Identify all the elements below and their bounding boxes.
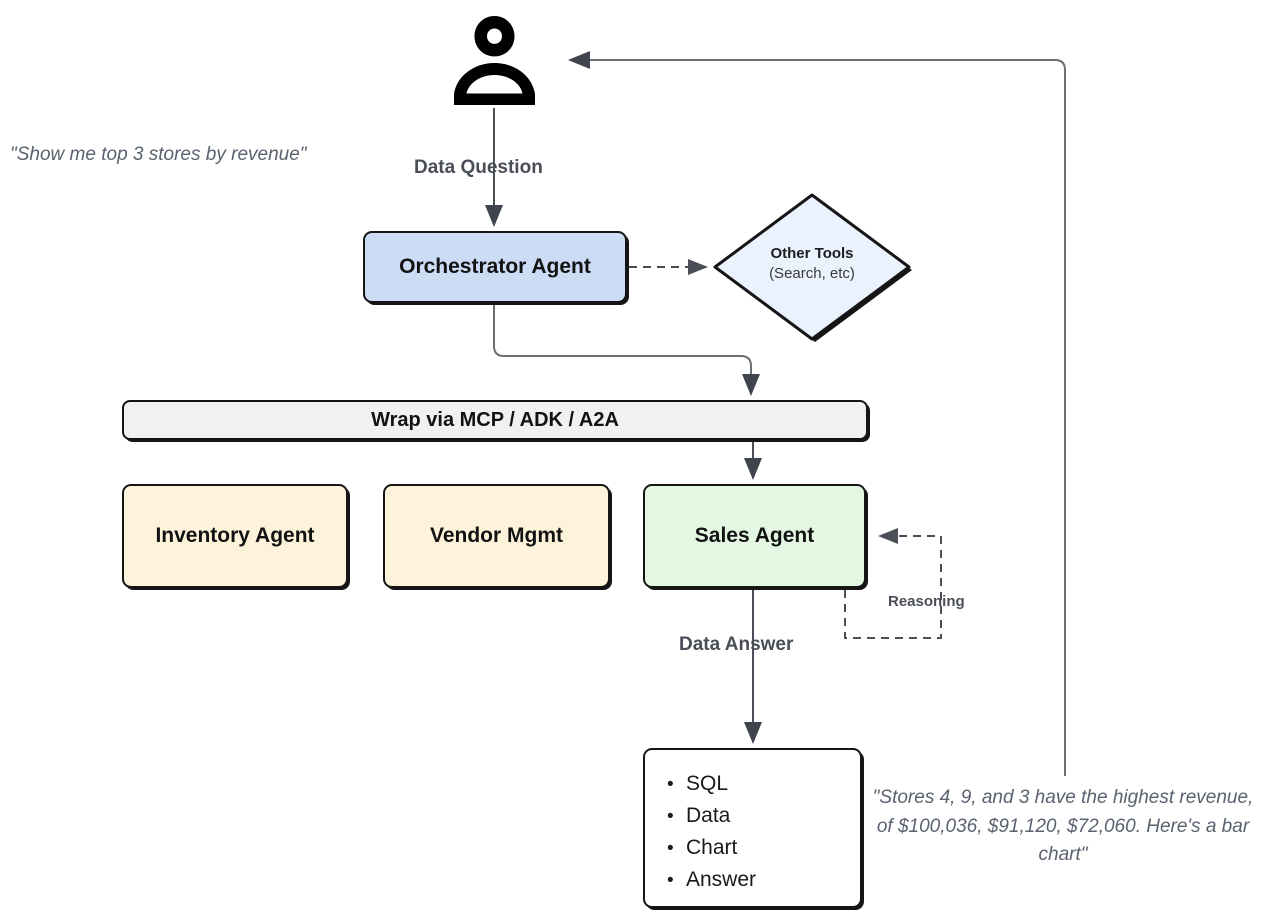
edge-label-reasoning: Reasoning: [888, 593, 965, 610]
node-sales-agent[interactable]: Sales Agent: [643, 484, 866, 588]
list-item: Data: [667, 800, 860, 832]
node-vendor-mgmt-agent[interactable]: Vendor Mgmt: [383, 484, 610, 588]
node-inventory-agent[interactable]: Inventory Agent: [122, 484, 348, 588]
other-tools-sublabel: (Search, etc): [769, 265, 855, 283]
orchestrator-label: Orchestrator Agent: [399, 255, 591, 278]
inventory-agent-label: Inventory Agent: [155, 524, 315, 547]
mcp-bar-label: Wrap via MCP / ADK / A2A: [371, 408, 619, 431]
annotation-answer-quote: "Stores 4, 9, and 3 have the highest rev…: [872, 787, 1254, 865]
other-tools-title: Other Tools: [770, 245, 854, 262]
node-output-artifacts[interactable]: SQL Data Chart Answer: [643, 748, 862, 908]
output-artifact-list: SQL Data Chart Answer: [667, 768, 860, 897]
vendor-agent-label: Vendor Mgmt: [429, 524, 563, 547]
node-other-tools[interactable]: Other Tools (Search, etc): [712, 192, 912, 342]
list-item: Answer: [667, 864, 860, 896]
person-icon: [454, 16, 535, 105]
edge-label-data-question: Data Question: [414, 157, 543, 178]
edge-label-data-answer: Data Answer: [679, 634, 794, 655]
sales-agent-label: Sales Agent: [694, 524, 815, 547]
list-item: SQL: [667, 768, 860, 800]
annotation-user-quote: "Show me top 3 stores by revenue": [10, 144, 307, 165]
list-item: Chart: [667, 832, 860, 864]
other-tools-label: Other Tools (Search, etc): [712, 244, 912, 285]
node-orchestrator-agent[interactable]: Orchestrator Agent: [363, 231, 627, 303]
node-mcp-wrapper-bar[interactable]: Wrap via MCP / ADK / A2A: [122, 400, 868, 440]
